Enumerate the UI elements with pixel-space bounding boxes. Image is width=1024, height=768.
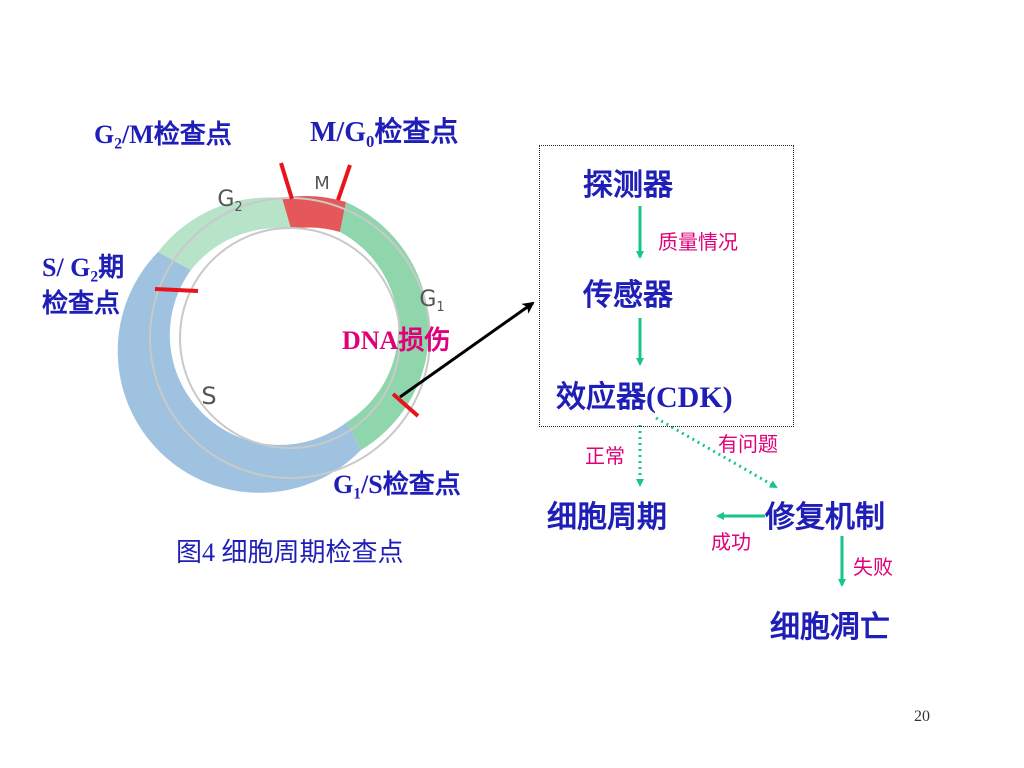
dna-damage-label: DNA损伤	[342, 326, 451, 355]
detection-pathway-box	[539, 145, 794, 427]
failure-label: 失败	[853, 555, 893, 579]
checkpoint-label-g1s: G1/S检查点	[333, 470, 461, 503]
apoptosis-label: 细胞凋亡	[770, 610, 890, 645]
checkpoint-mark-g2m	[279, 162, 294, 200]
checkpoint-mark-mg0	[336, 164, 352, 201]
ring-label-s: S	[201, 382, 216, 410]
ring-segment-s	[117, 252, 361, 493]
normal-label: 正常	[585, 444, 625, 468]
sensor-label: 传感器	[583, 278, 673, 313]
checkpoint-marks	[154, 162, 420, 418]
detector-label: 探测器	[583, 168, 673, 203]
figure-caption: 图4 细胞周期检查点	[176, 538, 404, 567]
ring-label-g1: G1	[419, 287, 444, 315]
checkpoint-mark-g1s	[391, 392, 420, 418]
page-number: 20	[914, 708, 930, 725]
ring-label-g2: G2	[217, 187, 242, 215]
repair-label: 修复机制	[765, 500, 885, 535]
ring-segment-g2	[158, 197, 291, 270]
ring-segment-m	[282, 196, 346, 232]
checkpoint-label-mg0: M/G0检查点	[310, 117, 459, 151]
checkpoint-label-sg2: S/ G2期检查点	[42, 253, 125, 318]
checkpoint-label-g2m: G2/M检查点	[94, 120, 232, 153]
ring-label-m: M	[314, 173, 330, 194]
dna-damage-arrow	[399, 301, 535, 399]
arrow-effector-repair	[655, 416, 778, 489]
ring-segment-g1	[340, 202, 430, 450]
cell-cycle-label: 细胞周期	[547, 500, 667, 535]
effector-label: 效应器(CDK)	[556, 381, 733, 414]
success-label: 成功	[711, 530, 751, 554]
quality-label: 质量情况	[658, 230, 738, 254]
problem-label: 有问题	[718, 432, 778, 456]
checkpoint-mark-sg2	[154, 287, 199, 293]
pathway-arrows	[636, 206, 846, 587]
